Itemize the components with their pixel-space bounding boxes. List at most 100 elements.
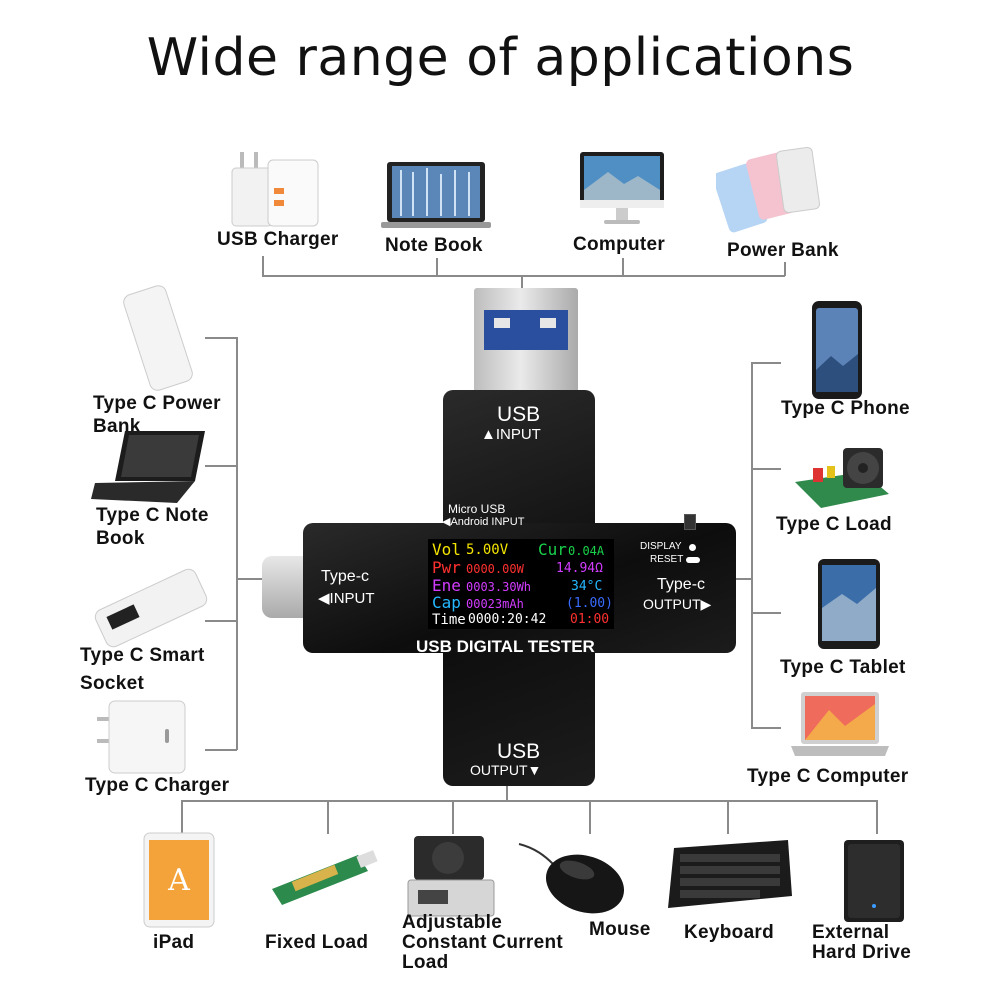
group-value: (1.00) (566, 596, 613, 611)
computer-label: Computer (573, 234, 666, 255)
right-bracket-tick (751, 468, 781, 470)
typec-output-label: Type-c (657, 576, 706, 593)
top-bracket-tick (262, 256, 264, 276)
cur-label: Cur (538, 540, 567, 559)
top-bracket-line (262, 275, 785, 277)
usb-charger-label: USB Charger (217, 229, 339, 250)
bottom-bracket-tick (876, 800, 878, 834)
type-c-computer-icon (791, 692, 889, 756)
usb-output-sub: OUTPUT▼ (470, 762, 542, 778)
counter-value: 01:00 (570, 612, 610, 627)
display-label: DISPLAY (640, 541, 682, 552)
cap-label: Cap (432, 593, 461, 612)
type-c-power-bank-label-1: Type C Power (93, 393, 221, 414)
left-bracket-tick (205, 337, 237, 339)
fixed-load-icon (272, 850, 378, 905)
external-hard-drive-icon (844, 840, 904, 922)
type-c-load-icon (795, 448, 889, 508)
adjustable-load-label-3: Load (402, 952, 449, 973)
temp-value: 34°C (571, 579, 603, 594)
display-reset-switch[interactable] (684, 514, 696, 530)
type-c-phone-icon (812, 301, 862, 399)
type-c-smart-socket-label-1: Type C Smart (80, 645, 205, 666)
reset-indicator (686, 557, 700, 563)
left-bracket-tick (205, 749, 237, 751)
type-c-tablet-label: Type C Tablet (780, 657, 906, 678)
ohm-value: 14.94Ω (556, 561, 603, 576)
left-bracket-tick (205, 620, 237, 622)
usb-output-label: USB (497, 740, 541, 763)
ipad-icon: A (143, 832, 215, 928)
bottom-bracket-line (181, 800, 877, 802)
adjustable-load-label-2: Constant Current (402, 932, 564, 953)
power-bank-icon (716, 146, 820, 233)
bottom-bracket-tick (181, 800, 183, 834)
typec-input-label: Type-c (321, 568, 370, 585)
pwr-label: Pwr (432, 558, 461, 577)
time-label: Time (432, 612, 466, 628)
mouse-label: Mouse (589, 919, 651, 940)
type-c-notebook-label-2: Book (96, 528, 145, 549)
cur-value: 0.04A (568, 544, 605, 558)
bottom-bracket-stem (506, 786, 508, 802)
type-c-computer-label: Type C Computer (747, 766, 909, 787)
pwr-value: 0000.00W (466, 562, 524, 576)
vol-value: 5.00V (466, 542, 509, 558)
display-indicator (689, 544, 696, 551)
power-bank-label: Power Bank (727, 240, 839, 261)
usb-a-plug (474, 288, 578, 396)
usb-charger-icon (231, 152, 319, 227)
usb-a-window (540, 318, 556, 328)
notebook-icon (381, 162, 491, 228)
right-bracket-stem (736, 578, 752, 580)
type-c-tablet-icon (818, 559, 880, 649)
bottom-bracket-tick (727, 800, 729, 834)
adjustable-load-icon (407, 836, 495, 917)
external-hard-drive-label-2: Hard Drive (812, 942, 912, 963)
usb-input-sub: ▲INPUT (481, 426, 541, 443)
type-c-charger-icon (97, 700, 186, 774)
usb-input-label: USB (497, 403, 541, 426)
ipad-label: iPad (153, 932, 195, 953)
right-bracket-tick (751, 612, 781, 614)
type-c-smart-socket-label-2: Socket (80, 673, 145, 694)
top-bracket-tick (622, 258, 624, 276)
page-title: Wide range of applications (146, 28, 855, 88)
type-c-load-label: Type C Load (776, 514, 892, 535)
bottom-bracket-tick (327, 800, 329, 834)
bottom-bracket-tick (589, 800, 591, 834)
right-bracket-tick (751, 727, 781, 729)
type-c-plug (262, 556, 306, 618)
type-c-charger-label: Type C Charger (85, 775, 230, 796)
type-c-smart-socket-icon (94, 568, 208, 648)
right-bracket-tick (751, 362, 781, 364)
adjustable-load-label-1: Adjustable (402, 912, 503, 933)
ene-value: 0003.30Wh (466, 580, 532, 594)
device-brand: USB DIGITAL TESTER (416, 637, 595, 656)
right-bracket-line (751, 362, 753, 728)
lcd-screen: Vol 5.00V Cur 0.04A Pwr 0000.00W 14.94Ω … (428, 539, 614, 629)
type-c-phone-label: Type C Phone (781, 398, 910, 419)
micro-usb-label: Micro USB (448, 502, 506, 516)
svg-text:A: A (167, 863, 190, 898)
external-hard-drive-label-1: External (812, 922, 890, 943)
type-c-power-bank-icon (123, 285, 193, 391)
time-value: 0000:20:42 (468, 612, 547, 627)
bottom-bracket-tick (452, 800, 454, 834)
top-bracket-tick (784, 262, 786, 276)
cap-value: 00023mAh (466, 597, 524, 611)
keyboard-icon (668, 840, 792, 908)
top-bracket-tick (436, 258, 438, 276)
notebook-label: Note Book (385, 235, 483, 256)
left-bracket-line (236, 337, 238, 750)
top-bracket-stem (521, 276, 523, 290)
vol-label: Vol (432, 540, 461, 559)
usb-a-window (494, 318, 510, 328)
type-c-notebook-icon (91, 431, 205, 503)
left-bracket-stem (236, 578, 262, 580)
usb-a-tongue (484, 310, 568, 350)
keyboard-label: Keyboard (684, 922, 775, 943)
type-c-notebook-label-1: Type C Note (96, 505, 209, 526)
fixed-load-label: Fixed Load (265, 932, 369, 953)
computer-icon (580, 152, 664, 224)
